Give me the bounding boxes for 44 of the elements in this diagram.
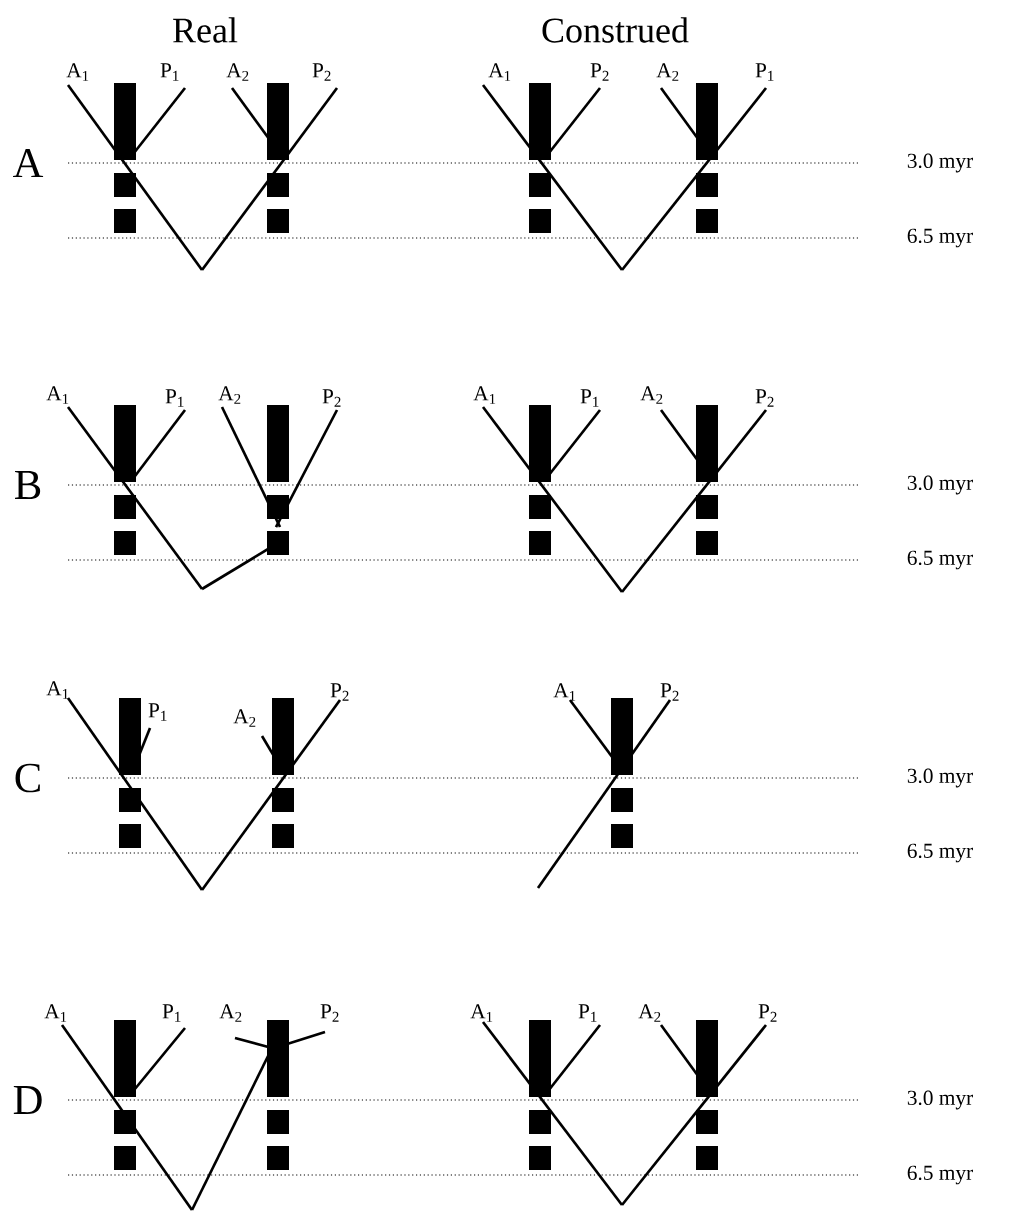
taxon-label: A$_{2}$ bbox=[233, 709, 256, 727]
taxon-label: P$_{1}$ bbox=[165, 389, 184, 407]
taxon-label: P$_{2}$ bbox=[312, 63, 331, 81]
taxon-label: P$_{1}$ bbox=[755, 63, 774, 81]
taxon-label: A$_{1}$ bbox=[470, 1004, 493, 1022]
taxon-label: P$_{1}$ bbox=[580, 389, 599, 407]
taxon-label: P$_{2}$ bbox=[322, 389, 341, 407]
taxon-label: A$_{1}$ bbox=[46, 681, 69, 699]
taxon-label: P$_{1}$ bbox=[160, 63, 179, 81]
panel-letter: D bbox=[13, 1086, 42, 1114]
time-label: 6.5 myr bbox=[907, 1165, 973, 1185]
taxon-label: P$_{2}$ bbox=[330, 683, 349, 701]
time-label: 6.5 myr bbox=[907, 843, 973, 863]
taxon-label: P$_{1}$ bbox=[162, 1004, 181, 1022]
taxon-label: A$_{2}$ bbox=[656, 63, 679, 81]
taxon-label: A$_{1}$ bbox=[46, 386, 69, 404]
taxon-label: A$_{1}$ bbox=[488, 63, 511, 81]
time-label: 6.5 myr bbox=[907, 550, 973, 570]
taxon-label: P$_{1}$ bbox=[578, 1004, 597, 1022]
time-label: 6.5 myr bbox=[907, 228, 973, 248]
taxon-label: A$_{1}$ bbox=[66, 63, 89, 81]
taxon-label: A$_{1}$ bbox=[473, 386, 496, 404]
time-label: 3.0 myr bbox=[907, 1090, 973, 1110]
taxon-label: P$_{2}$ bbox=[590, 63, 609, 81]
taxon-label: A$_{2}$ bbox=[226, 63, 249, 81]
time-label: 3.0 myr bbox=[907, 475, 973, 495]
taxon-label: P$_{1}$ bbox=[148, 703, 167, 721]
taxon-label: P$_{2}$ bbox=[758, 1004, 777, 1022]
taxon-label: P$_{2}$ bbox=[755, 389, 774, 407]
taxon-label: A$_{2}$ bbox=[640, 386, 663, 404]
taxon-label: A$_{2}$ bbox=[219, 1004, 242, 1022]
column-heading: Real bbox=[173, 17, 238, 43]
panel-letter: C bbox=[15, 763, 40, 793]
panel-letter: B bbox=[15, 471, 41, 500]
taxon-label: P$_{2}$ bbox=[320, 1004, 339, 1022]
panel-letter: A bbox=[13, 148, 44, 178]
taxon-label: A$_{1}$ bbox=[553, 683, 576, 701]
time-label: 3.0 myr bbox=[907, 768, 973, 788]
column-heading: Construed bbox=[542, 17, 689, 43]
taxon-label: A$_{1}$ bbox=[44, 1004, 67, 1022]
taxon-label: P$_{2}$ bbox=[660, 683, 679, 701]
taxon-label: A$_{2}$ bbox=[218, 386, 241, 404]
time-label: 3.0 myr bbox=[907, 153, 973, 173]
taxon-label: A$_{2}$ bbox=[638, 1004, 661, 1022]
